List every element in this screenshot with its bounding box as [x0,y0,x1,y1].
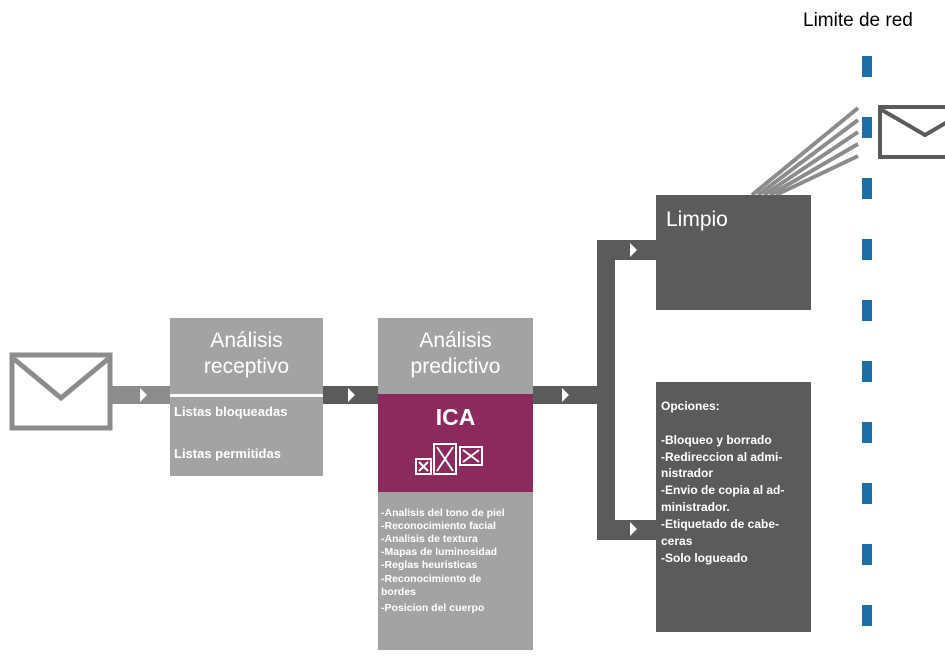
clean-box: Limpio [656,195,811,310]
incoming-envelope-icon [9,352,113,431]
list-item: Listas bloqueadas [174,404,288,419]
technique-item: -Reconocimiento facial [381,520,496,532]
technique-item: -Reglas heuristicas [381,559,478,571]
technique-item: -Mapas de luminosidad [381,546,498,558]
connector-bar [597,240,615,540]
technique-item: -Analisis del tono de piel [381,507,505,519]
connector-bar [597,240,657,260]
option-item: -Envio de copia al ad- [661,483,785,497]
connector-bar [533,386,613,404]
predictive-title-line1: Análisis [419,329,492,352]
options-box: Opciones: -Bloqueo y borrado -Redireccio… [656,382,811,632]
predictive-title-line2: predictivo [410,355,501,378]
option-item: -Redireccion al admi- [661,450,783,464]
ica-box: ICA [378,394,533,492]
option-item: nistrador [661,466,714,480]
predictive-title: Análisis predictivo [378,318,533,380]
arrow-marker [140,388,147,402]
ica-label: ICA [435,404,476,430]
technique-item: -Posicion del cuerpo [381,602,485,614]
clean-title: Limpio [666,208,728,231]
list-item: Listas permitidas [174,446,281,461]
technique-item: -Reconocimiento de [381,573,482,585]
arrow-marker [630,243,637,257]
option-item: ceras [661,534,693,548]
technique-item: -Analisis de textura [381,533,478,545]
predictive-analysis-box: Análisis predictivo [378,318,533,394]
network-limit-label: Limite de red [803,10,913,31]
arrow-marker [562,388,569,402]
receptive-analysis-box: Análisis receptivo Listas bloqueadas Lis… [170,318,323,476]
fan-lines [750,106,860,197]
option-item: -Bloqueo y borrado [661,433,772,447]
receptive-divider [170,394,323,397]
image-analysis-icon [415,443,483,475]
option-item: -Solo logueado [661,551,748,565]
connector-bar [597,520,657,540]
technique-item: bordes [381,586,417,598]
network-boundary-line [862,56,872,656]
arrow-marker [630,522,637,536]
receptive-title-line2: receptivo [203,355,290,378]
outgoing-envelope-icon [878,105,945,159]
techniques-box: -Analisis del tono de piel -Reconocimien… [378,492,533,650]
options-title: Opciones: [661,399,720,413]
receptive-title-line1: Análisis [210,329,283,352]
receptive-title: Análisis receptivo [170,318,323,380]
option-item: -Etiquetado de cabe- [661,517,780,531]
option-item: ministrador. [661,500,730,514]
arrow-marker [348,388,355,402]
